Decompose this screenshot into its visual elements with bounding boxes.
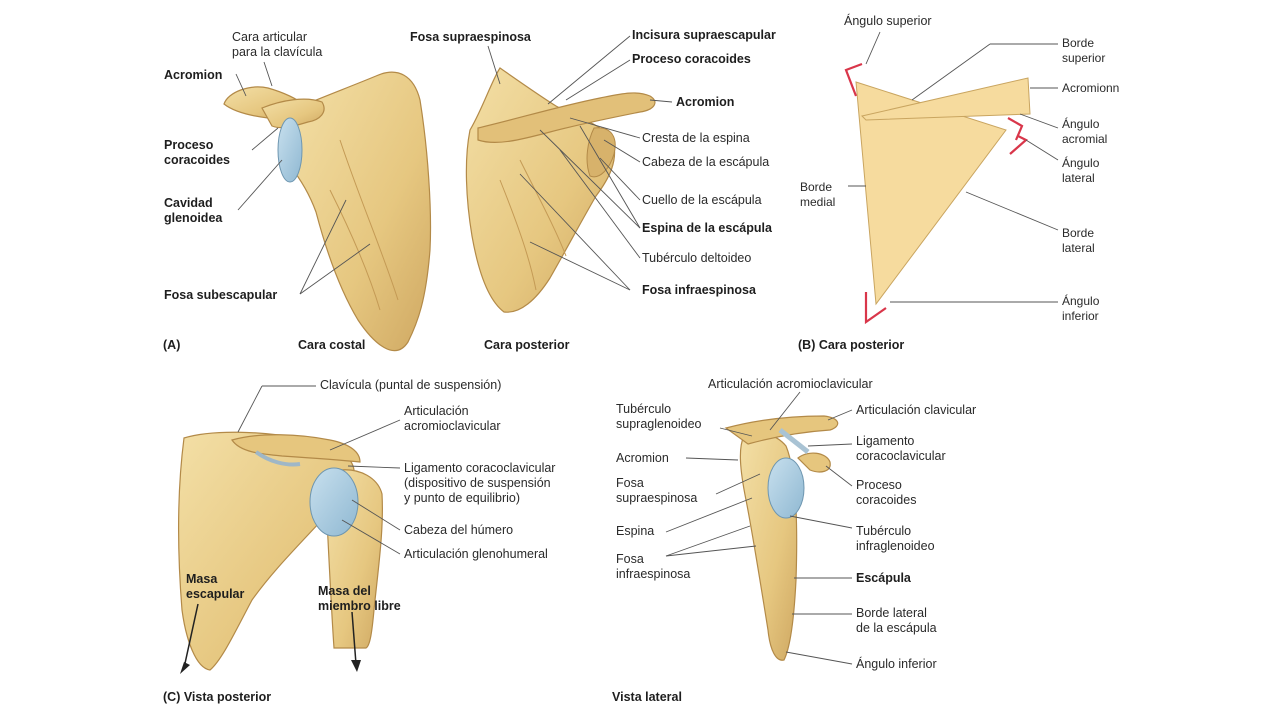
caption-panel-b: (B) Cara posterior bbox=[798, 338, 905, 352]
lateral-coracoid bbox=[797, 452, 831, 473]
label-ligamento-coracoclavicular-d: Ligamento coracoclavicular bbox=[856, 434, 946, 463]
humeral-head-cartilage bbox=[309, 467, 359, 537]
label-cara-articular: Cara articular para la clavícula bbox=[232, 30, 323, 59]
lateral-glenoid-cavity bbox=[767, 457, 805, 519]
label-tuberculo-supraglenoideo: Tubérculo supraglenoideo bbox=[616, 402, 702, 431]
clavicle bbox=[231, 434, 361, 463]
label-espina-d: Espina bbox=[616, 524, 655, 538]
marker-acromial-angle bbox=[1007, 117, 1024, 141]
posterior-neck bbox=[586, 127, 616, 178]
scapula-posterior-view bbox=[465, 67, 656, 313]
label-angulo-inferior-d: Ángulo inferior bbox=[856, 657, 937, 671]
label-fosa-supraespinosa: Fosa supraespinosa bbox=[410, 30, 531, 44]
label-fosa-subescapular: Fosa subescapular bbox=[164, 288, 278, 302]
caption-cara-costal: Cara costal bbox=[298, 338, 366, 352]
label-angulo-superior: Ángulo superior bbox=[844, 14, 932, 28]
label-articulacion-acromioclavicular-c: Articulación acromioclavicular bbox=[404, 404, 501, 433]
posterior-spine bbox=[477, 92, 656, 143]
label-cabeza-escapula: Cabeza de la escápula bbox=[642, 155, 770, 169]
ligament-band bbox=[254, 450, 301, 467]
label-tuberculo-infraglenoideo: Tubérculo infraglenoideo bbox=[856, 524, 935, 553]
label-panel-a-tag: (A) bbox=[163, 338, 181, 352]
label-cresta-espina: Cresta de la espina bbox=[642, 131, 750, 145]
label-ligamento-coracoclavicular-c: Ligamento coracoclavicular (dispositivo … bbox=[404, 461, 556, 505]
schematic-acromion-bar bbox=[861, 77, 1031, 121]
label-acromion-costal: Acromion bbox=[164, 68, 223, 82]
scapula-lateral-view bbox=[724, 415, 839, 661]
label-espina-escapula: Espina de la escápula bbox=[642, 221, 772, 235]
label-cuello-escapula: Cuello de la escápula bbox=[642, 193, 762, 207]
label-fosa-infraespinosa-d: Fosa infraespinosa bbox=[616, 552, 691, 581]
label-articulacion-clavicular: Articulación clavicular bbox=[856, 403, 977, 417]
marker-superior-angle bbox=[844, 62, 863, 97]
caption-cara-posterior: Cara posterior bbox=[484, 338, 570, 352]
label-angulo-lateral: Ángulo lateral bbox=[1062, 156, 1100, 185]
label-articulacion-glenohumeral: Articulación glenohumeral bbox=[404, 547, 548, 561]
label-proceso-coracoides-posterior: Proceso coracoides bbox=[632, 52, 751, 66]
scapula-schematic bbox=[844, 62, 1031, 325]
label-acromion-d: Acromion bbox=[616, 451, 669, 465]
label-incisura-supraescapular: Incisura supraescapular bbox=[632, 28, 776, 42]
marker-inferior-angle bbox=[864, 292, 887, 325]
label-escapula: Escápula bbox=[856, 571, 911, 585]
label-masa-miembro-libre: Masa del miembro libre bbox=[318, 584, 401, 613]
label-borde-medial: Borde medial bbox=[800, 180, 836, 209]
label-masa-escapular: Masa escapular bbox=[186, 572, 245, 601]
label-angulo-acromial: Ángulo acromial bbox=[1062, 117, 1108, 146]
label-proceso-coracoides-costal: Proceso coracoides bbox=[164, 138, 231, 167]
label-fosa-infraespinosa: Fosa infraespinosa bbox=[642, 283, 756, 297]
label-articulacion-acromioclavicular-d: Articulación acromioclavicular bbox=[708, 377, 873, 391]
label-cabeza-humero: Cabeza del húmero bbox=[404, 523, 514, 537]
shoulder-posterior-view bbox=[177, 431, 383, 674]
scapula-costal-view bbox=[223, 71, 432, 352]
label-angulo-inferior-b: Ángulo inferior bbox=[1062, 294, 1100, 323]
costal-glenoid-cavity bbox=[277, 117, 303, 183]
label-clavicula: Clavícula (puntal de suspensión) bbox=[320, 378, 502, 392]
label-cavidad-glenoidea: Cavidad glenoidea bbox=[164, 196, 223, 225]
label-fosa-supraespinosa-d: Fosa supraespinosa bbox=[616, 476, 698, 505]
scapular-mass bbox=[177, 431, 355, 671]
label-proceso-coracoides-d: Proceso coracoides bbox=[856, 478, 917, 507]
costal-scapula-body bbox=[289, 71, 432, 352]
label-borde-lateral: Borde lateral bbox=[1062, 226, 1095, 255]
label-tuberculo-deltoideo: Tubérculo deltoideo bbox=[642, 251, 752, 265]
marker-lateral-angle bbox=[1009, 135, 1028, 155]
caption-panel-c: (C) Vista posterior bbox=[163, 690, 272, 704]
label-acromion-posterior: Acromion bbox=[676, 95, 735, 109]
label-borde-superior: Borde superior bbox=[1062, 36, 1106, 65]
label-borde-lateral-escapula: Borde lateral de la escápula bbox=[856, 606, 937, 635]
lateral-ligament bbox=[778, 428, 810, 454]
label-acromion-b: Acromionn bbox=[1062, 81, 1120, 95]
caption-vista-lateral: Vista lateral bbox=[612, 690, 682, 704]
leader-lines bbox=[235, 31, 1059, 665]
